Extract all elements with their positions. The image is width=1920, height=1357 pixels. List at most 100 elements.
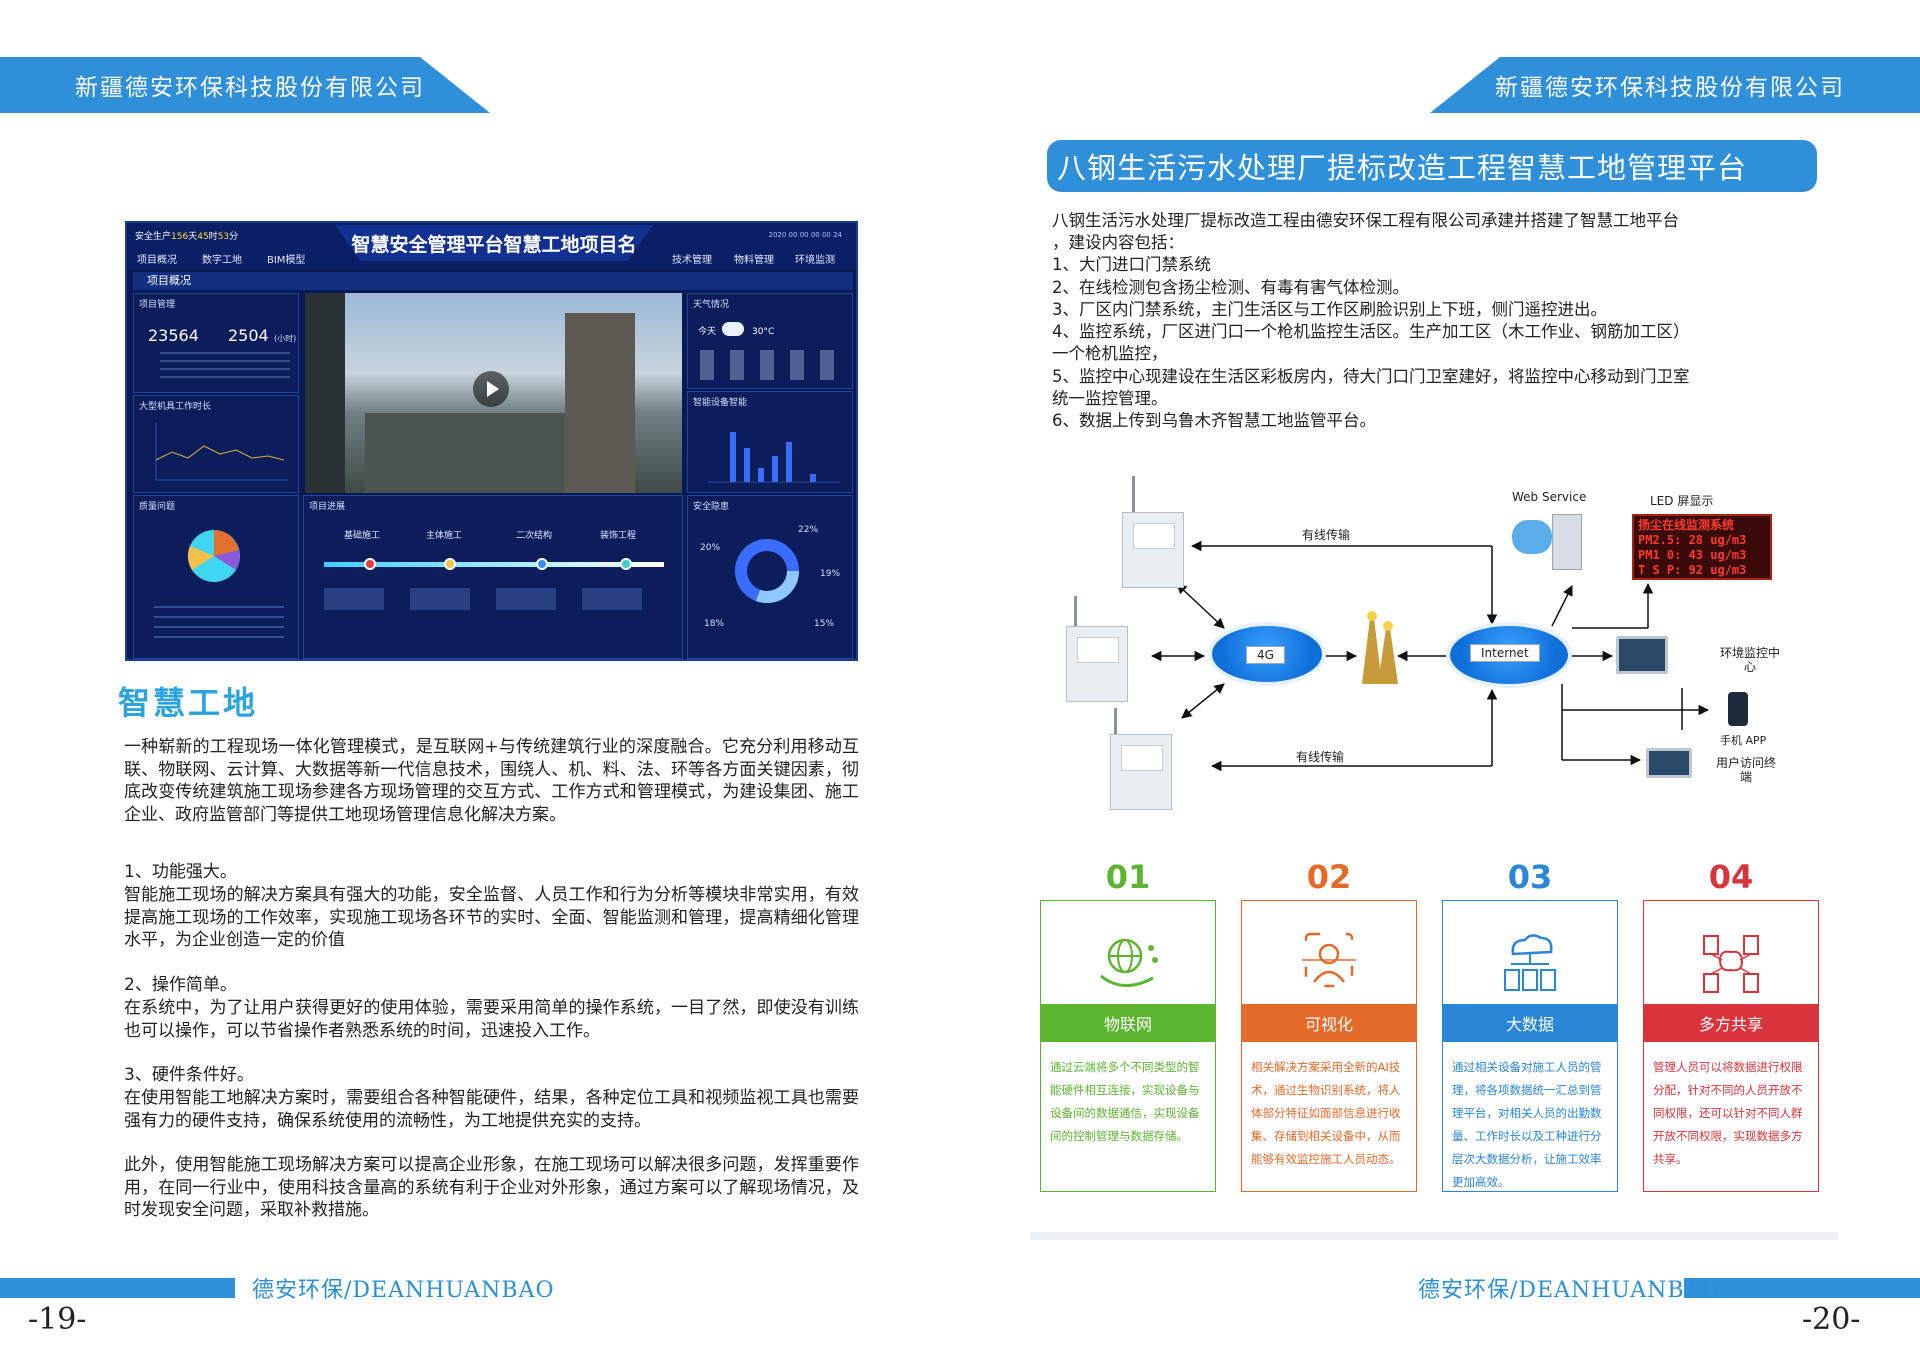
company-name-right: 新疆德安环保科技股份有限公司 <box>1495 75 1845 101</box>
weather-today: 今天 <box>698 327 717 337</box>
section-title: 项目概况 <box>133 272 853 290</box>
building-left <box>305 293 345 493</box>
card-description: 管理人员可以将数据进行权限分配，针对不同的人员开放不同权限，还可以针对不同人群开… <box>1653 1060 1803 1166</box>
dashboard-title: 智慧安全管理平台智慧工地项目名 <box>335 225 653 261</box>
scope-line-3: 2、在线检测包含扬尘检测、有毒有害气体检测。 <box>1052 278 1409 297</box>
panel-quality-title: 质量问题 <box>139 502 176 512</box>
intro-paragraph: 一种崭新的工程现场一体化管理模式，是互联网+与传统建筑行业的深度融合。它充分利用… <box>124 737 859 825</box>
company-name-left: 新疆德安环保科技股份有限公司 <box>75 75 425 101</box>
scope-line-9: 6、数据上传到乌鲁木齐智慧工地监管平台。 <box>1052 411 1376 430</box>
face-scan-icon <box>1302 932 1356 988</box>
card-number: 02 <box>1306 858 1352 896</box>
kpi-minutes: 53 <box>217 232 230 242</box>
safety-pct-5: 15% <box>814 619 835 629</box>
nav-bim-model[interactable]: BIM模型 <box>267 255 306 266</box>
card-description: 通过相关设备对施工人员的管理，将各项数据统一汇总到管理平台，对相关人员的出勤数量… <box>1452 1060 1602 1189</box>
labor-hours: 2504 <box>228 326 269 345</box>
cloud-internet-label: Internet <box>1470 644 1540 662</box>
panel-quality: 质量问题 <box>133 495 299 659</box>
feature-card-visual: 02 可视化 相关解决方案采用全新的AI技术，通过生物识别系统，将人体部分特征如… <box>1241 858 1417 1192</box>
scope-line-2: 1、大门进口门禁系统 <box>1052 255 1211 274</box>
card-number: 04 <box>1708 858 1754 896</box>
header-band-right: 新疆德安环保科技股份有限公司 <box>1430 57 1920 113</box>
progress-dates <box>324 588 664 610</box>
device-bar-chart <box>708 432 840 483</box>
monitor-station-1 <box>1122 512 1184 588</box>
progress-dot-3 <box>536 558 548 570</box>
led-line-0: 扬尘在线监测系统 <box>1638 518 1735 532</box>
feature-card-bigdata: 03 大数据 通过相关设备对施工人员的管理，将各项数据统一汇总到管理平台，对相关… <box>1442 858 1618 1192</box>
panel-progress-title: 项目进展 <box>309 502 346 512</box>
weather-forecast <box>700 350 846 380</box>
safety-kpi: 安全生产156天45时53分 <box>135 229 238 242</box>
scope-line-7: 5、监控中心现建设在生活区彩板房内，待大门口门卫室建好，将监控中心移动到门卫室 <box>1052 367 1690 386</box>
point-3-title: 3、硬件条件好。 <box>124 1065 254 1085</box>
progress-track <box>324 562 664 567</box>
server-tower-icon <box>1552 514 1582 570</box>
stage-foundation: 基础施工 <box>344 531 381 541</box>
panel-project-title: 项目管理 <box>139 300 176 310</box>
play-button[interactable] <box>473 371 509 407</box>
nav-material-mgmt[interactable]: 物料管理 <box>734 255 774 266</box>
scope-line-1: ，建设内容包括： <box>1052 233 1184 252</box>
point-1-title: 1、功能强大。 <box>124 862 237 882</box>
wired-label-top: 有线传输 <box>1302 528 1351 542</box>
scope-line-6: 一个枪机监控， <box>1052 344 1168 363</box>
project-title: 八钢生活污水处理厂提标改造工程智慧工地管理平台 <box>1047 140 1817 192</box>
safety-donut-chart <box>735 539 799 603</box>
kpi-unit-days: 天 <box>188 232 198 242</box>
panel-project: 项目管理 23564 2504 (小时) <box>133 293 299 393</box>
card-frame <box>1241 900 1417 1192</box>
nav-digital-site[interactable]: 数字工地 <box>202 255 242 266</box>
iot-icon <box>1100 938 1158 987</box>
scope-line-0: 八钢生活污水处理厂提标改造工程由德安环保工程有限公司承建并搭建了智慧工地平台 <box>1052 211 1679 230</box>
quality-legend <box>154 606 284 644</box>
web-server-icon <box>1512 514 1584 570</box>
nav-env-monitor[interactable]: 环境监测 <box>795 255 835 266</box>
phone-app-label: 手机 APP <box>1720 734 1767 747</box>
kpi-unit-minutes: 分 <box>229 232 239 242</box>
led-line-3: T S P: 92 ug/m3 <box>1638 563 1747 577</box>
card-description: 通过云端将多个不同类型的智能硬件相互连接，实现设备与设备间的数据通信，实现设备间… <box>1050 1060 1200 1143</box>
card-number: 03 <box>1507 858 1553 896</box>
header-band-left: 新疆德安环保科技股份有限公司 <box>0 57 490 113</box>
kpi-days: 156 <box>171 232 189 242</box>
kpi-unit-hours: 时 <box>208 232 218 242</box>
card-title: 可视化 <box>1241 1004 1417 1042</box>
env-center-label: 环境监控中心 <box>1720 646 1781 674</box>
share-icon <box>1703 935 1759 993</box>
stage-main: 主体施工 <box>426 531 463 541</box>
phone-icon <box>1728 692 1748 726</box>
labor-hours-unit: (小时) <box>274 334 297 343</box>
project-notes <box>160 352 290 384</box>
progress-dot-1 <box>364 558 376 570</box>
desktop-monitor-icon <box>1616 636 1668 674</box>
site-video[interactable] <box>305 293 682 493</box>
machine-line-chart <box>155 422 288 481</box>
progress-dot-2 <box>444 558 456 570</box>
network-diagram: 有线传输 有线传输 4G Internet Web Service LED 屏显… <box>1052 466 1782 816</box>
safety-pct-3: 19% <box>820 569 841 579</box>
card-title: 大数据 <box>1442 1004 1618 1042</box>
kpi-prefix: 安全生产 <box>135 232 172 242</box>
nav-tech-mgmt[interactable]: 技术管理 <box>672 255 712 266</box>
smart-site-heading: 智慧工地 <box>118 684 259 722</box>
point-2-title: 2、操作简单。 <box>124 975 237 995</box>
scope-line-4: 3、厂区内门禁系统，主门生活区与工作区刷脸识别上下班，侧门遥控进出。 <box>1052 300 1607 319</box>
cloud-data-icon <box>1504 934 1556 991</box>
safety-pct-1: 22% <box>798 525 819 535</box>
weather-temp: 30°C <box>752 327 775 337</box>
labor-count: 23564 <box>148 326 199 345</box>
monitor-station-2 <box>1066 626 1128 702</box>
led-line-2: PM1 0: 43 ug/m3 <box>1638 548 1747 562</box>
led-display-label: LED 屏显示 <box>1650 494 1714 508</box>
city-block <box>365 413 565 493</box>
point-3-body: 在使用智能工地解决方案时，需要组合各种智能硬件，结果，各种定位工具和视频监视工具… <box>124 1088 859 1131</box>
point-2-body: 在系统中，为了让用户获得更好的使用体验，需要采用简单的操作系统，一目了然，即使没… <box>124 998 859 1041</box>
panel-device-title: 智能设备智能 <box>693 398 748 408</box>
closing-paragraph: 此外，使用智能施工现场解决方案可以提高企业形象，在施工现场可以解决很多问题，发挥… <box>124 1155 859 1220</box>
led-line-1: PM2.5: 28 ug/m3 <box>1638 533 1747 547</box>
nav-project-overview[interactable]: 项目概况 <box>137 255 177 266</box>
dashboard-screenshot: 安全生产156天45时53分 智慧安全管理平台智慧工地项目名 2020 00 0… <box>125 221 858 661</box>
footer-brand-right: 德安环保/DEANHUANBAO <box>1418 1278 1721 1303</box>
